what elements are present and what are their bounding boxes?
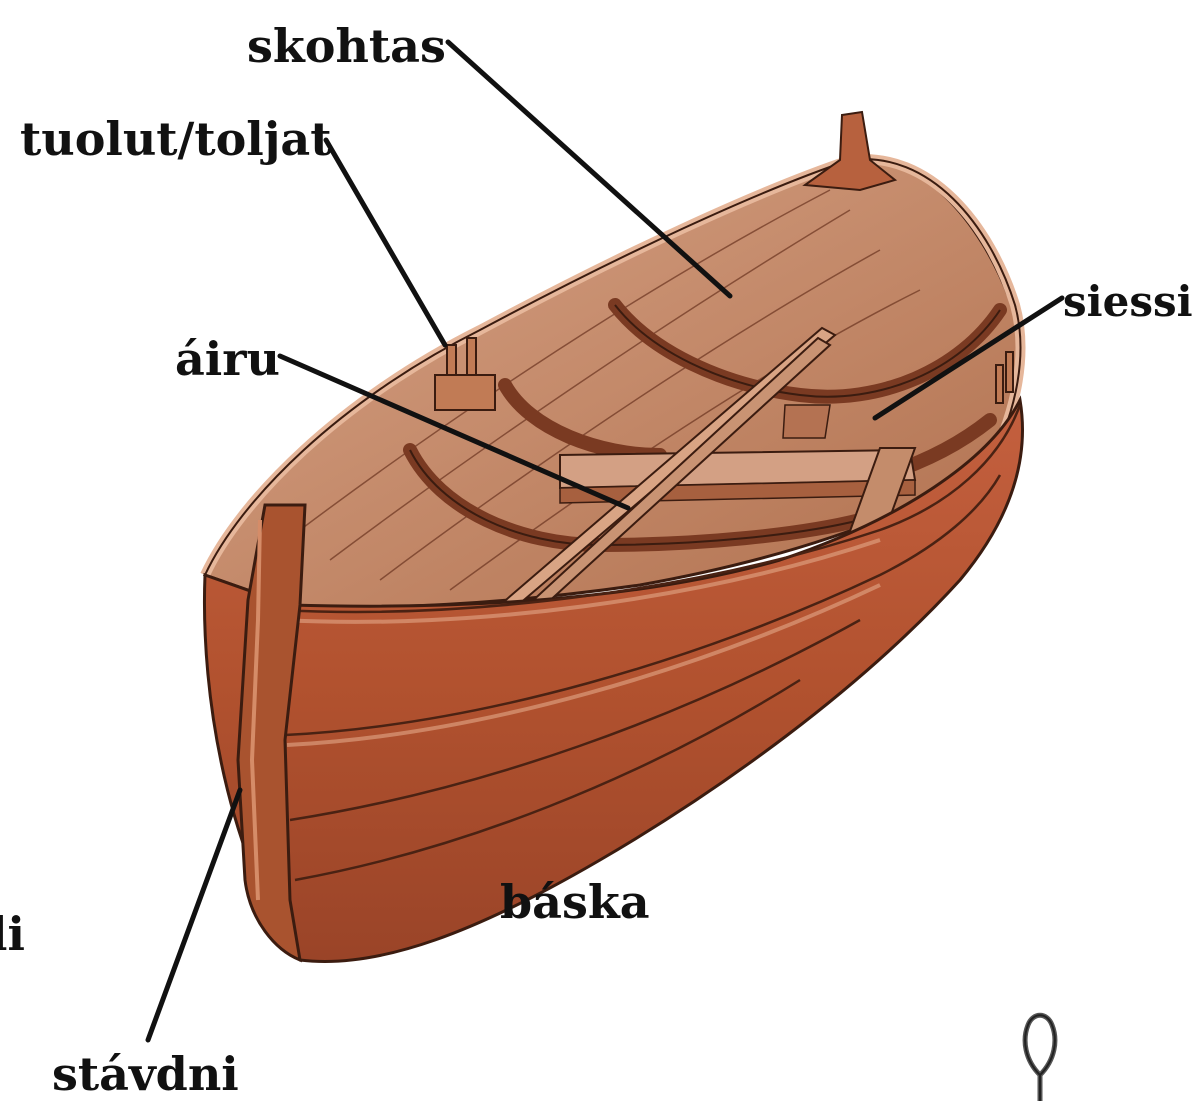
leader-skohtas [448,42,730,296]
leader-stavdni [148,790,240,1040]
stern-post [805,112,895,190]
label-baska: báska [500,875,650,929]
boat-illustration [204,112,1022,962]
label-skohtas: skohtas [247,19,446,73]
label-stavdni: stávdni [52,1047,239,1101]
label-siessi: siessi [1063,277,1193,326]
label-airu: áiru [175,332,280,386]
leader-tuolut [326,140,445,345]
label-partial-left: li [0,907,25,961]
anchor-icon [1025,1015,1055,1101]
label-tuolut: tuolut/toljat [20,112,332,166]
